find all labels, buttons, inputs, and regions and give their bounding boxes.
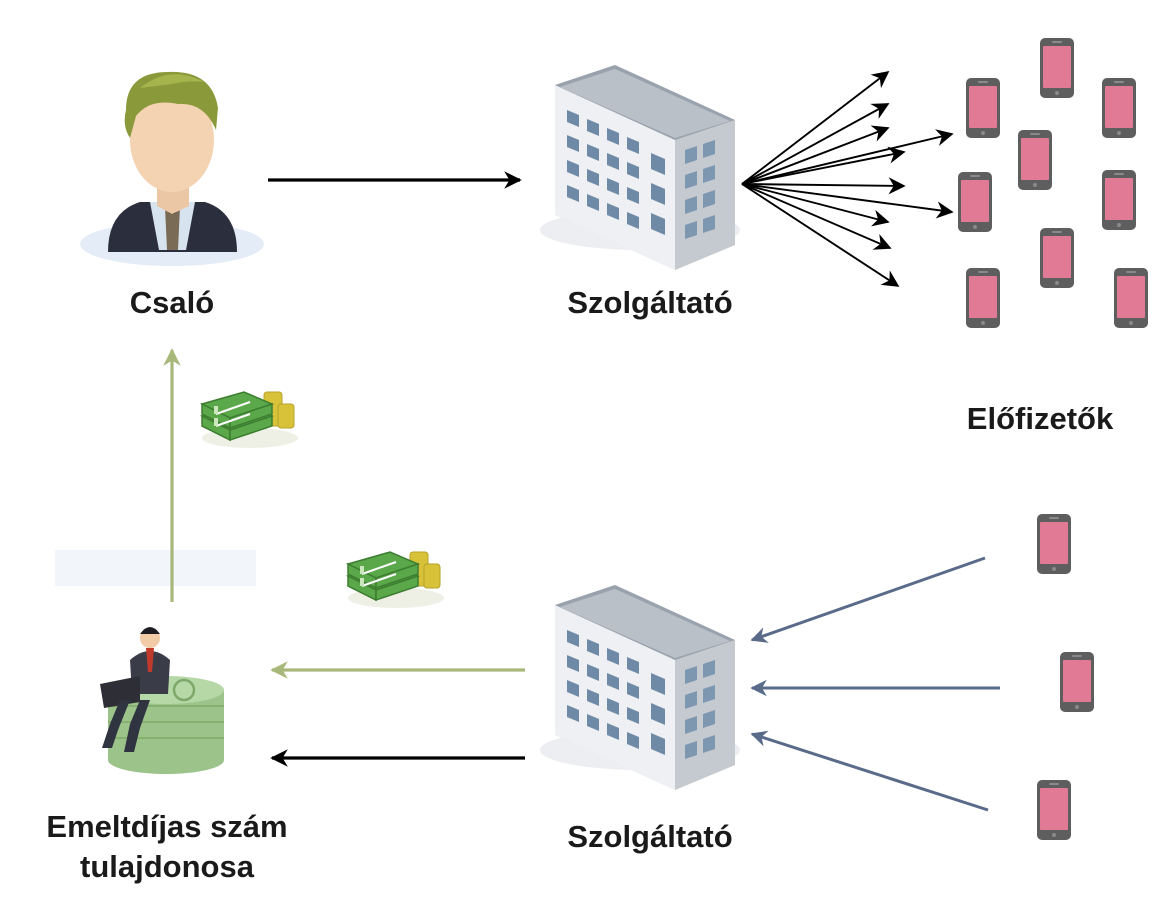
smartphone-icon bbox=[1037, 514, 1071, 574]
smartphone-icon bbox=[1040, 38, 1074, 98]
provider-bottom-label: Szolgáltató bbox=[567, 819, 733, 854]
premium-owner-label-line1: Emeltdíjas szám bbox=[46, 809, 288, 844]
smartphone-icon bbox=[966, 78, 1000, 138]
subscribers-label: Előfizetők bbox=[966, 401, 1114, 436]
businessman-on-coins-icon bbox=[100, 627, 224, 774]
smartphone-icon bbox=[1102, 78, 1136, 138]
smartphone-icon bbox=[1102, 170, 1136, 230]
money-stack-icon bbox=[201, 391, 299, 449]
smartphone-icon bbox=[1060, 652, 1094, 712]
office-building-icon bbox=[540, 65, 740, 270]
smartphone-icon bbox=[966, 268, 1000, 328]
office-building-icon bbox=[540, 585, 740, 790]
smartphone-icon bbox=[1114, 268, 1148, 328]
premium-owner-label-line2: tulajdonosa bbox=[80, 849, 254, 884]
smartphone-icon bbox=[1037, 780, 1071, 840]
provider-top-label: Szolgáltató bbox=[567, 285, 733, 320]
money-stack-icon bbox=[347, 551, 445, 609]
man-avatar-icon bbox=[80, 71, 264, 266]
smartphone-icon bbox=[1018, 130, 1052, 190]
smartphone-icon bbox=[1040, 228, 1074, 288]
smartphone-icon bbox=[958, 172, 992, 232]
scammer-label: Csaló bbox=[129, 285, 215, 320]
